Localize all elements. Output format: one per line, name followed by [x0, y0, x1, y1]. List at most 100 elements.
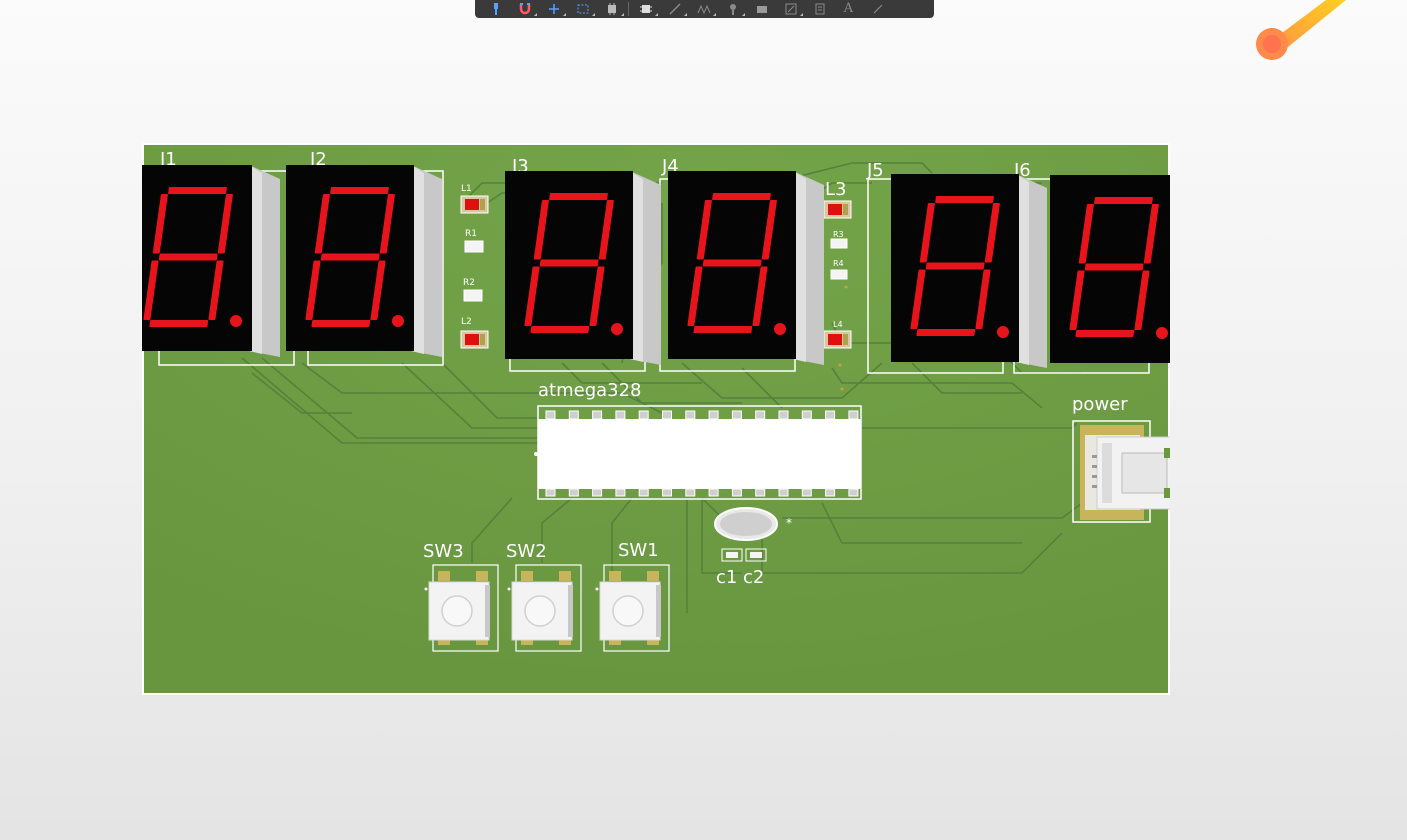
segment: [149, 320, 209, 327]
mcu-pin: [685, 410, 696, 420]
segment: [530, 326, 590, 333]
led-l1: [460, 195, 489, 214]
select-rect-icon[interactable]: [568, 1, 597, 17]
editor-toolbar: A: [475, 0, 934, 18]
mcu-pin: [848, 488, 859, 497]
decimal-point: [774, 323, 786, 335]
switch-3: [424, 564, 499, 652]
segment: [539, 259, 599, 267]
route-icon[interactable]: [660, 1, 689, 17]
segment: [533, 200, 549, 260]
segment: [598, 200, 614, 260]
magnet-icon[interactable]: [510, 1, 539, 17]
resistor-r2: [463, 289, 483, 302]
decimal-point: [392, 315, 404, 327]
segment: [935, 196, 994, 203]
segment: [1143, 204, 1159, 264]
designator-j2: J2: [309, 149, 327, 170]
resistor-r3: [830, 238, 848, 249]
copper-traces: [241, 162, 1083, 613]
display-j5: [891, 174, 1047, 368]
designator-l1: L1: [461, 184, 472, 194]
designator-r3: R3: [833, 230, 844, 239]
segment: [305, 260, 321, 320]
mcu-pin: [731, 488, 742, 497]
segment: [208, 260, 224, 320]
crystal-oscillator: *: [714, 507, 792, 541]
led-l3: [823, 200, 852, 219]
mcu-pin: [662, 410, 672, 420]
led-l2: [460, 330, 489, 349]
mcu-pin: [778, 410, 789, 420]
designator-power: power: [1072, 394, 1128, 415]
mcu-pin: [615, 410, 626, 420]
segment: [752, 266, 768, 326]
segment: [910, 269, 926, 329]
display-j1: [142, 165, 280, 357]
net-icon[interactable]: [689, 1, 718, 17]
text-icon[interactable]: A: [834, 1, 863, 17]
segment: [158, 253, 218, 261]
mcu-pin: [848, 410, 859, 420]
switch-2: [507, 564, 582, 652]
segment: [916, 329, 976, 336]
segment: [143, 260, 159, 320]
designator-l3: L3: [825, 179, 846, 200]
designator-sw1: SW1: [618, 540, 659, 561]
mcu-pin: [731, 410, 742, 420]
mcu-pin: [708, 488, 719, 497]
segment: [330, 187, 389, 194]
crosshair-icon[interactable]: [539, 1, 568, 17]
pcb-board[interactable]: J1 J2 J3 J4 J5 J6 L3 atmega328 power SW3…: [142, 143, 1170, 695]
designator-sw3: SW3: [423, 541, 464, 562]
segment: [919, 203, 935, 263]
dimension-icon[interactable]: [805, 1, 834, 17]
resistor-r1: [464, 240, 484, 253]
via-dots: [838, 285, 848, 391]
designator-c2: c2: [743, 567, 764, 588]
segment: [702, 259, 762, 267]
mcu-pin: [592, 488, 603, 497]
segment: [984, 203, 1000, 263]
segment: [314, 194, 330, 254]
switch-1: [595, 564, 670, 652]
segment: [217, 194, 233, 254]
mcu-pin: [801, 488, 812, 497]
display-j2: [286, 165, 442, 357]
designator-j1: J1: [159, 149, 177, 170]
segment: [1078, 204, 1094, 264]
text-icon-glyph: A: [843, 1, 854, 16]
mcu-pin: [615, 488, 626, 497]
segment: [712, 193, 771, 200]
segment: [696, 200, 712, 260]
led-l4: [823, 330, 852, 349]
atmega328-chip: [534, 405, 862, 500]
chip-icon[interactable]: [631, 1, 660, 17]
segment: [549, 193, 608, 200]
mcu-pin: [638, 410, 649, 420]
via-icon[interactable]: [718, 1, 747, 17]
edit-icon[interactable]: [776, 1, 805, 17]
segment: [589, 266, 605, 326]
mcu-pin: [825, 488, 836, 497]
mcu-pin: [568, 410, 579, 420]
segment: [168, 187, 227, 194]
segment: [1134, 270, 1150, 330]
mcu-pin: [708, 410, 719, 420]
segment: [311, 320, 371, 327]
designator-r2: R2: [463, 278, 475, 288]
decimal-point: [1156, 327, 1168, 339]
designator-l2: L2: [461, 317, 472, 327]
component-icon[interactable]: [597, 1, 626, 17]
segment: [975, 269, 991, 329]
decimal-point: [230, 315, 242, 327]
designator-c1: c1: [716, 567, 737, 588]
line-icon[interactable]: [863, 1, 892, 17]
mcu-pin: [778, 488, 789, 497]
smd-resistors: [463, 238, 848, 302]
resistor-r4: [830, 269, 848, 280]
segment: [1094, 197, 1153, 204]
segment: [1075, 330, 1135, 337]
fill-icon[interactable]: [747, 1, 776, 17]
pin-icon[interactable]: [481, 1, 510, 17]
